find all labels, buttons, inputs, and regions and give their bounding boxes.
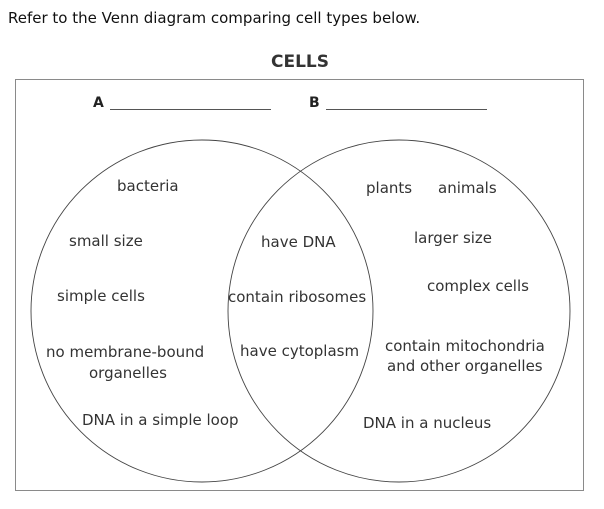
item-other-organelles: and other organelles — [387, 357, 543, 375]
item-simple-cells: simple cells — [57, 287, 145, 305]
blank-a-input[interactable] — [110, 109, 271, 110]
item-animals: animals — [438, 179, 497, 197]
item-dna-simple-loop: DNA in a simple loop — [82, 411, 239, 429]
item-larger-size: larger size — [414, 229, 493, 247]
item-plants: plants — [366, 179, 413, 197]
item-have-dna: have DNA — [261, 233, 336, 251]
item-bacteria: bacteria — [117, 177, 179, 195]
diagram-title: CELLS — [271, 52, 329, 72]
circle-a — [30, 139, 374, 483]
question-prompt: Refer to the Venn diagram comparing cell… — [8, 9, 421, 27]
blank-b-input[interactable] — [326, 109, 487, 110]
label-b: B — [309, 95, 320, 111]
item-dna-in-nucleus: DNA in a nucleus — [363, 414, 492, 432]
circle-b — [227, 139, 571, 483]
item-contain-ribosomes: contain ribosomes — [228, 288, 367, 306]
item-contain-mitochondria: contain mitochondria — [385, 337, 545, 355]
diagram-frame — [15, 79, 584, 491]
item-have-cytoplasm: have cytoplasm — [240, 342, 360, 360]
label-a: A — [93, 95, 104, 111]
item-small-size: small size — [69, 232, 143, 250]
item-no-membrane-bound: no membrane-bound — [46, 343, 205, 361]
item-organelles: organelles — [89, 364, 167, 382]
item-complex-cells: complex cells — [427, 277, 529, 295]
